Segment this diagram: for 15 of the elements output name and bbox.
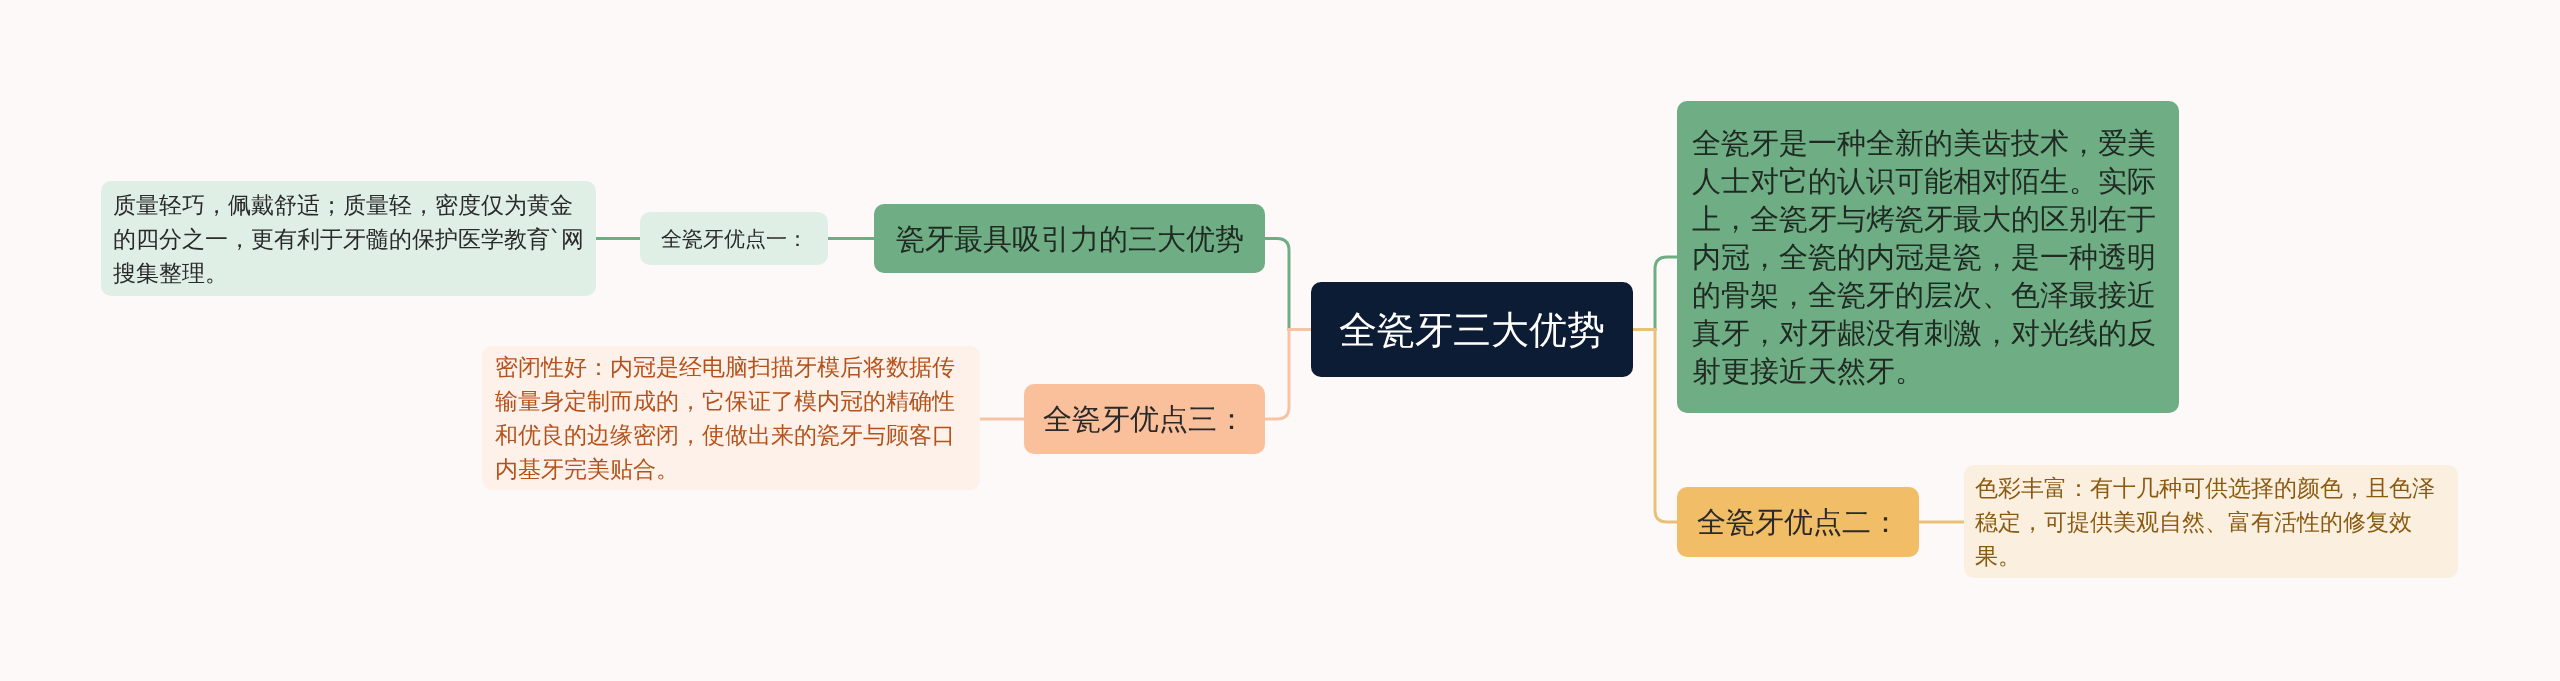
detail-box: 色彩丰富：有十几种可供选择的颜色，且色泽稳定，可提供美观自然、富有活性的修复效果。 — [1964, 465, 2458, 578]
connector-line — [828, 237, 874, 240]
detail-box: 密闭性好：内冠是经电脑扫描牙模后将数据传输量身定制而成的，它保证了模内冠的精确性和优良的边缘密闭，使做出来的瓷牙与顾客口内基牙完美贴合。 — [482, 346, 980, 490]
branch-box: 全瓷牙优点三： — [1024, 384, 1265, 454]
connector-line — [980, 417, 1024, 421]
connector-line — [596, 237, 640, 240]
connector-line — [1919, 520, 1964, 524]
branch-box: 瓷牙最具吸引力的三大优势 — [874, 204, 1265, 273]
connector-line — [1633, 328, 1677, 524]
subtopic-box: 全瓷牙优点一： — [640, 212, 828, 265]
central-topic-box: 全瓷牙三大优势 — [1311, 282, 1633, 377]
branch-box: 全瓷牙优点二： — [1677, 487, 1919, 557]
detail-box: 全瓷牙是一种全新的美齿技术，爱美人士对它的认识可能相对陌生。实际上，全瓷牙与烤瓷牙最大的区别在于内冠，全瓷的内冠是瓷，是一种透明的骨架，全瓷牙的层次、色泽最接近真牙，对牙龈没有刺激，对光线的反射更接近天然牙。 — [1677, 101, 2179, 413]
connector-line — [1265, 328, 1311, 421]
detail-box: 质量轻巧，佩戴舒适；质量轻，密度仅为黄金的四分之一，更有利于牙髓的保护医学教育`网搜集整理。 — [101, 181, 596, 296]
